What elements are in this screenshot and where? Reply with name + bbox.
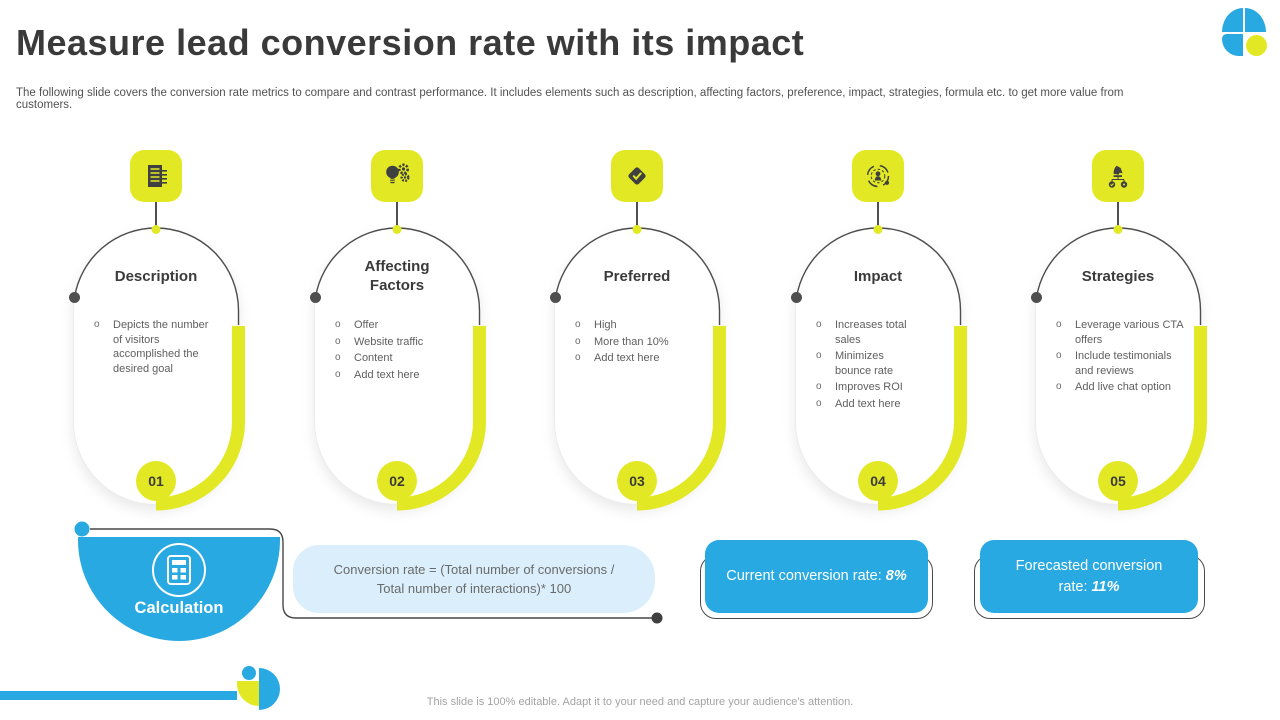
connector-line	[396, 202, 398, 228]
stage-title: Description	[114, 267, 198, 285]
impact-icon-box	[852, 150, 904, 202]
footer-logo-dot	[242, 666, 256, 680]
bullet-item: Content	[332, 351, 464, 366]
bullet-item: Offer	[332, 318, 464, 333]
bullet-item: Website traffic	[332, 335, 464, 350]
bulb-gears-icon	[386, 163, 410, 184]
footer-logo-halfcircle	[259, 668, 280, 710]
current-rate-label: Current conversion rate:	[726, 568, 882, 585]
bullet-item: Leverage various CTA offers	[1053, 318, 1187, 347]
affecting-factors-icon-box	[371, 150, 423, 202]
capsule-outline	[791, 225, 967, 511]
forecast-rate-text: Forecasted conversion rate:11%	[980, 556, 1198, 597]
calculation-connector	[74, 521, 663, 624]
formula-box: Conversion rate = (Total number of conve…	[293, 545, 655, 613]
current-rate-text: Current conversion rate:8%	[714, 566, 919, 586]
stage-number-badge: 01	[136, 461, 176, 501]
connector-line	[877, 202, 879, 228]
bullet-item: More than 10%	[572, 335, 704, 350]
sign-check-icon	[628, 167, 646, 185]
capsule-outline	[1031, 225, 1207, 511]
stage-column-strategies: Strategies Leverage various CTA offersIn…	[1023, 148, 1213, 548]
page-subtitle: The following slide covers the conversio…	[16, 87, 1124, 111]
brand-logo-icon	[1222, 8, 1268, 58]
bullet-item: Include testimonials and reviews	[1053, 349, 1187, 378]
current-rate-box: Current conversion rate:8%	[705, 540, 928, 613]
forecast-rate-label: Forecasted conversion rate:	[1015, 558, 1163, 595]
bullet-item: Improves ROI	[813, 380, 915, 395]
stage-title: Impact	[853, 267, 903, 285]
footer-note: This slide is 100% editable. Adapt it to…	[426, 696, 854, 708]
footer-accent-bar	[0, 691, 237, 700]
connector-line	[1117, 202, 1119, 228]
logo-quarter-bottom-left	[1222, 34, 1243, 56]
capsule-outline	[69, 225, 245, 511]
connector-line	[155, 202, 157, 228]
capsule-outline	[310, 225, 486, 511]
calculator-icon	[152, 543, 206, 597]
stage-column-impact: Impact Increases total salesMinimizes bo…	[783, 148, 973, 548]
stage-column-description: Description Depicts the number of visito…	[61, 148, 251, 548]
stage-number-badge: 04	[858, 461, 898, 501]
bullet-item: Increases total sales	[813, 318, 915, 347]
strategies-icon-box	[1092, 150, 1144, 202]
logo-quarter-top-left	[1222, 8, 1243, 32]
stage-column-preferred: Preferred HighMore than 10%Add text here…	[542, 148, 732, 548]
stage-column-affecting-factors: Affecting Factors OfferWebsite trafficCo…	[302, 148, 492, 548]
bullet-item: Depicts the number of visitors accomplis…	[91, 318, 213, 376]
stage-title: Affecting Factors	[364, 258, 430, 294]
current-rate-value: 8%	[885, 568, 907, 585]
stage-bullets: Leverage various CTA offersInclude testi…	[1053, 318, 1187, 397]
knight-strategy-icon	[1108, 165, 1128, 188]
logo-yellow-dot	[1246, 35, 1267, 56]
connector-end-dot	[651, 612, 663, 624]
document-icon	[148, 165, 167, 187]
capsule	[314, 228, 480, 505]
bullet-item: Add text here	[572, 351, 704, 366]
capsule	[554, 228, 720, 505]
stage-number-badge: 02	[377, 461, 417, 501]
formula-text: Conversion rate = (Total number of conve…	[333, 561, 615, 597]
person-orbit-icon	[866, 164, 890, 188]
forecast-rate-box: Forecasted conversion rate:11%	[980, 540, 1198, 613]
description-icon-box	[130, 150, 182, 202]
stage-title: Preferred	[603, 267, 671, 285]
stage-bullets: OfferWebsite trafficContentAdd text here	[332, 318, 464, 384]
stage-title: Strategies	[1081, 267, 1155, 285]
forecast-rate-value: 11%	[1091, 578, 1120, 595]
bullet-item: Minimizes bounce rate	[813, 349, 915, 378]
bullet-item: Add text here	[332, 368, 464, 383]
bullet-item: Add text here	[813, 397, 915, 412]
stage-number-badge: 05	[1098, 461, 1138, 501]
capsule-outline	[550, 225, 726, 511]
stage-number-badge: 03	[617, 461, 657, 501]
preferred-icon-box	[611, 150, 663, 202]
stage-bullets: Depicts the number of visitors accomplis…	[91, 318, 213, 378]
bullet-item: High	[572, 318, 704, 333]
page-title: Measure lead conversion rate with its im…	[16, 22, 805, 63]
connector-line	[636, 202, 638, 228]
calculation-label: Calculation	[134, 599, 224, 617]
stage-bullets: Increases total salesMinimizes bounce ra…	[813, 318, 915, 413]
connector-blue-dot	[74, 521, 90, 537]
bullet-item: Add live chat option	[1053, 380, 1187, 395]
logo-quarter-top-right	[1245, 8, 1266, 32]
stage-bullets: HighMore than 10%Add text here	[572, 318, 704, 368]
